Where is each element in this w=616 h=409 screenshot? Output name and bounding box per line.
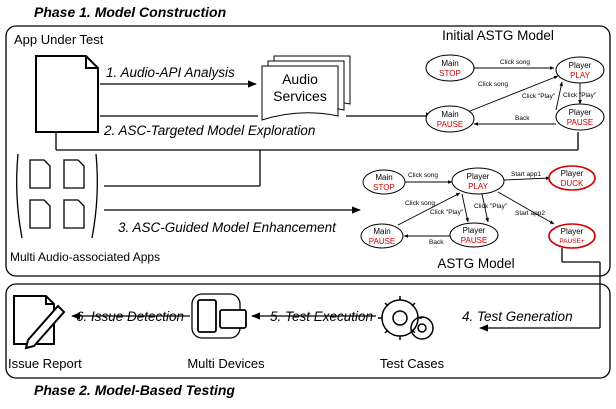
step5-label: 5. Test Execution — [270, 309, 373, 324]
step6-label: 6. Issue Detection — [76, 309, 184, 324]
multi-apps-icon — [16, 153, 98, 239]
phase-connector — [479, 248, 601, 332]
svg-text:PAUSE: PAUSE — [461, 236, 488, 245]
audio-services-line2: Services — [273, 88, 327, 104]
issue-report-icon — [13, 295, 66, 350]
svg-text:Player: Player — [463, 226, 486, 235]
svg-text:PLAY: PLAY — [570, 71, 591, 80]
step3-label: 3. ASC-Guided Model Enhancement — [118, 220, 337, 235]
svg-text:Main: Main — [441, 59, 458, 68]
svg-text:PAUSE: PAUSE — [437, 120, 464, 129]
multi-devices-icon — [191, 293, 247, 339]
step1-label: 1. Audio-API Analysis — [106, 65, 235, 80]
initial-astg-title: Initial ASTG Model — [442, 28, 554, 43]
astg-edge-click-play-right: Click "Play" — [474, 203, 508, 210]
issue-report-label: Issue Report — [8, 356, 82, 371]
astg-node-player-pause: Player PAUSE — [449, 222, 499, 248]
phase2-title: Phase 2. Model-Based Testing — [34, 382, 235, 398]
svg-text:STOP: STOP — [373, 183, 395, 192]
svg-text:Main: Main — [373, 227, 390, 236]
init-edge-click-play-left: Click "Play" — [522, 93, 556, 100]
svg-text:DUCK: DUCK — [561, 179, 584, 188]
initial-model-edges — [469, 66, 582, 126]
audio-services-icon: Audio Services — [261, 55, 351, 121]
merge-connector — [55, 132, 579, 187]
astg-edge-back: Back — [429, 239, 444, 246]
init-edge-back: Back — [515, 115, 530, 122]
svg-text:PAUSE: PAUSE — [369, 237, 396, 246]
init-edge-click-song-top: Click song — [500, 59, 530, 66]
svg-text:Player: Player — [569, 61, 592, 70]
astg-edge-click-song-mid: Click song — [405, 200, 435, 207]
svg-text:Player: Player — [561, 227, 584, 236]
svg-text:PLAY: PLAY — [468, 182, 489, 191]
app-under-test-label: App Under Test — [14, 32, 104, 47]
astg-node-main-stop: Main STOP — [362, 169, 406, 195]
svg-text:Main: Main — [375, 173, 392, 182]
test-cases-gear-icon — [378, 296, 434, 340]
svg-text:Player: Player — [467, 172, 490, 181]
astg-edge-start-app1: Start app1 — [511, 171, 541, 178]
svg-text:Player: Player — [569, 108, 592, 117]
astg-model-edges — [397, 176, 555, 238]
multi-devices-label: Multi Devices — [187, 356, 265, 371]
init-node-player-pause: Player PAUSE — [555, 103, 605, 131]
astg-node-player-duck: Player DUCK — [548, 165, 596, 191]
astg-model-title: ASTG Model — [437, 256, 514, 271]
step4-label: 4. Test Generation — [462, 309, 573, 324]
svg-text:PAUSE+: PAUSE+ — [559, 238, 585, 245]
astg-node-main-pause: Main PAUSE — [360, 223, 404, 249]
test-cases-label: Test Cases — [380, 356, 445, 371]
init-edge-click-play-right: Click "Play" — [563, 92, 597, 99]
init-node-main-pause: Main PAUSE — [425, 105, 475, 133]
astg-edge-click-song-top: Click song — [408, 172, 438, 179]
phase1-title: Phase 1. Model Construction — [34, 4, 227, 20]
audio-services-line1: Audio — [282, 71, 318, 87]
init-edge-click-song-mid: Click song — [478, 81, 508, 88]
astg-edge-click-play-left: Click "Play" — [430, 209, 464, 216]
phase2-frame — [5, 283, 611, 379]
multi-apps-label: Multi Audio-associated Apps — [10, 250, 160, 264]
init-node-main-stop: Main STOP — [425, 54, 475, 82]
app-document-icon — [35, 55, 99, 133]
astg-edge-start-app2: Start app2 — [515, 210, 545, 217]
phase1-frame — [5, 25, 611, 277]
svg-text:PAUSE: PAUSE — [567, 118, 594, 127]
step2-label: 2. ASC-Targeted Model Exploration — [103, 123, 315, 138]
svg-text:Player: Player — [561, 169, 584, 178]
svg-text:STOP: STOP — [439, 69, 461, 78]
init-node-player-play: Player PLAY — [555, 56, 605, 84]
astg-node-player-play: Player PLAY — [451, 167, 505, 195]
svg-text:Main: Main — [441, 110, 458, 119]
astg-node-player-pause-plus: Player PAUSE+ — [548, 223, 596, 249]
